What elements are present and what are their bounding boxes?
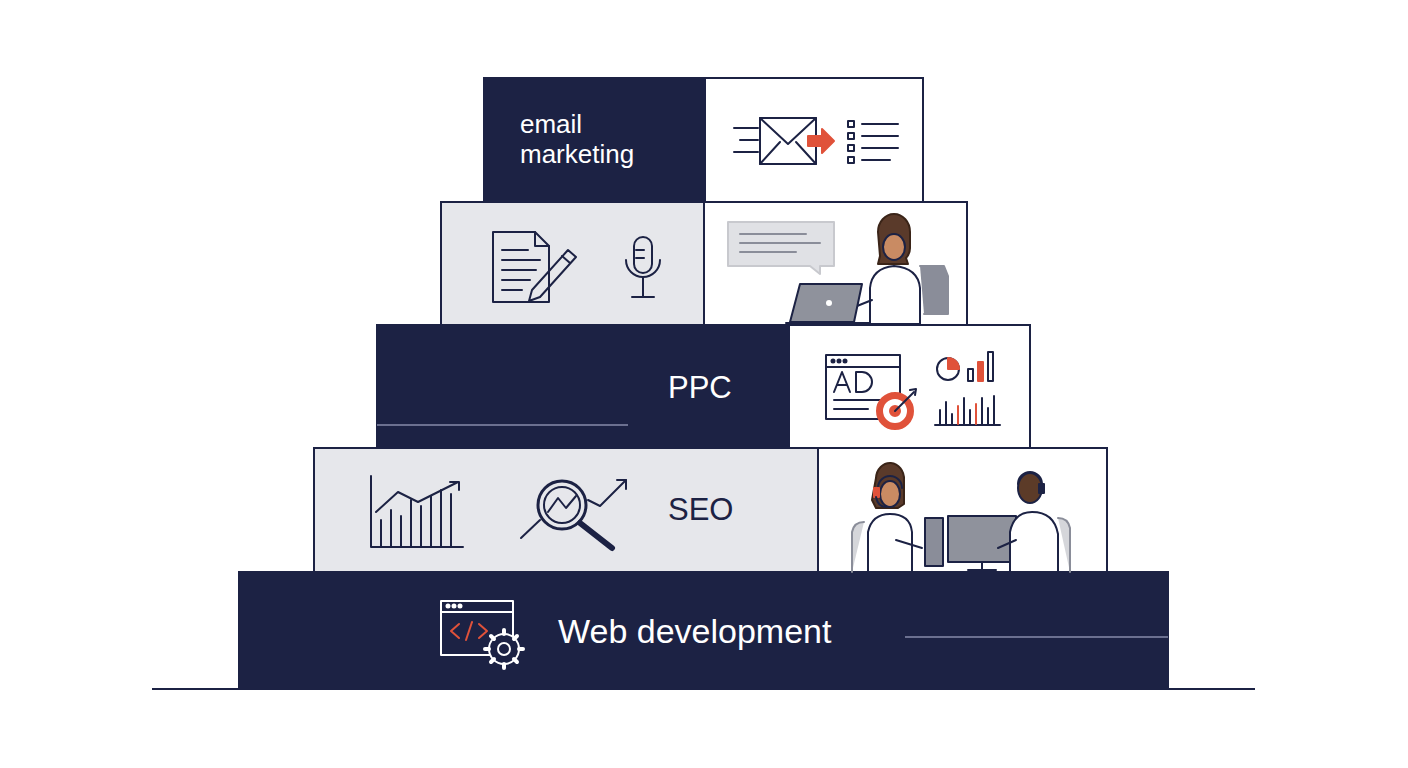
microphone-icon — [626, 237, 660, 297]
block-label: PPC — [668, 370, 732, 406]
service-block: SEO — [314, 448, 818, 572]
service-block: PPC — [377, 325, 789, 448]
email-icon — [734, 118, 898, 164]
foundation-block: Web development — [239, 572, 1168, 689]
block-fills — [239, 78, 1168, 689]
service-block: email marketing — [484, 78, 705, 202]
ppc-icons — [826, 352, 1000, 429]
block-label: SEO — [668, 492, 733, 528]
code-gear-icon — [441, 601, 523, 668]
block-label: email marketing — [520, 110, 680, 170]
growth-chart-icon — [371, 476, 463, 547]
person-laptop-figure — [728, 214, 948, 324]
content-icon — [493, 232, 576, 302]
support-team-figure — [852, 463, 1070, 572]
block-label: Web development — [558, 612, 831, 651]
search-icon — [521, 480, 626, 548]
